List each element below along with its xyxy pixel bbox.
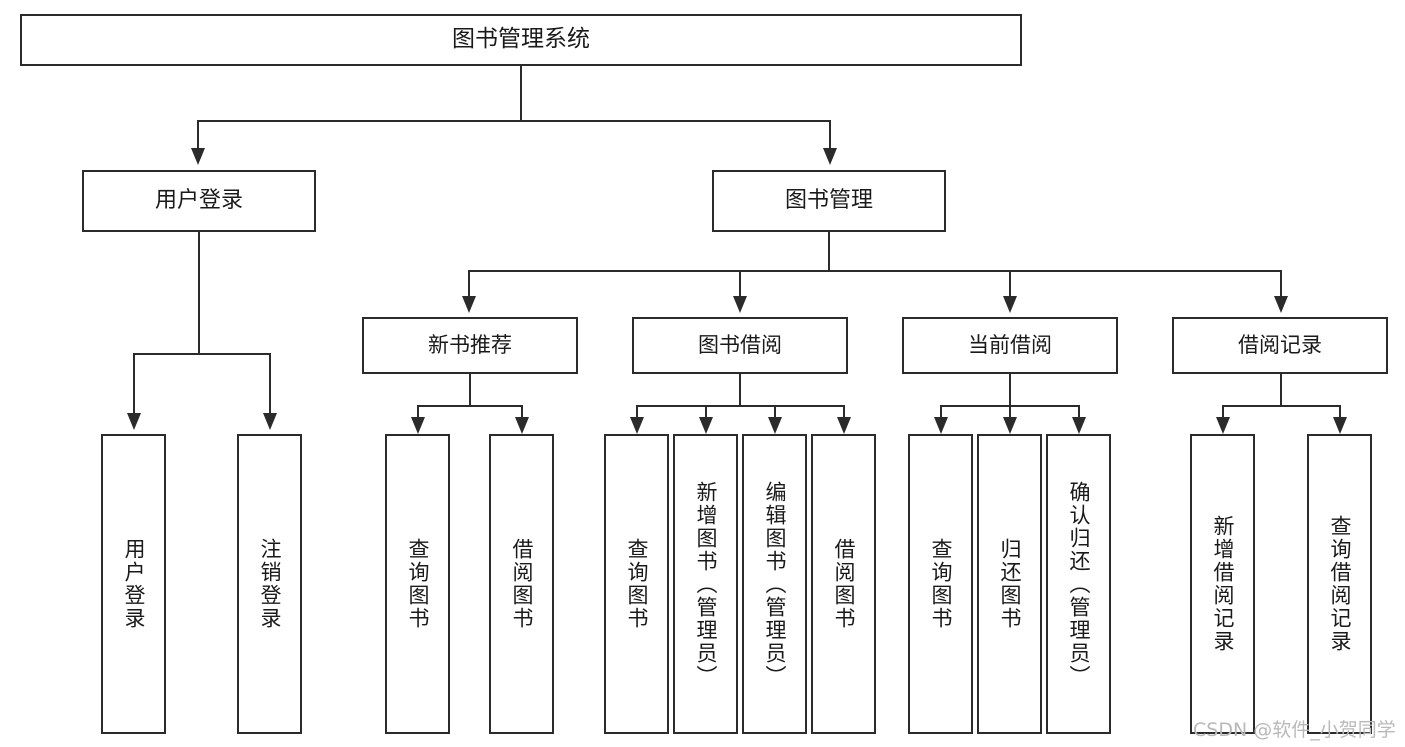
node-user-login[interactable]: 用户登录 <box>82 170 316 232</box>
leaf-bookborrow-edit-book-admin[interactable]: 编辑图书（管理员） <box>742 434 807 734</box>
arrowhead-cb-2 <box>1003 417 1017 434</box>
connector-drop-br-1 <box>1222 405 1224 419</box>
connector-drop-bb-4 <box>843 405 845 419</box>
node-root-system[interactable]: 图书管理系统 <box>20 14 1022 66</box>
node-label: 图书管理系统 <box>452 26 590 53</box>
node-label: 用户登录 <box>154 187 243 213</box>
arrowhead-book-borrow <box>733 296 747 313</box>
connector-drop-borrow-record <box>1280 270 1282 298</box>
node-label: 查询图书 <box>624 538 649 630</box>
connector-drop-bb-2 <box>705 405 707 419</box>
leaf-newbook-query-book[interactable]: 查询图书 <box>385 434 450 734</box>
leaf-bookborrow-borrow-book[interactable]: 借阅图书 <box>811 434 876 734</box>
connector-drop-login-1 <box>133 353 135 415</box>
node-label: 借阅图书 <box>831 538 856 630</box>
connector-book-borrow-bus <box>636 405 844 407</box>
node-label: 新书推荐 <box>428 333 512 358</box>
arrowhead-br-1 <box>1216 417 1230 434</box>
arrowhead-login-2 <box>263 413 277 430</box>
connector-book-manage-stem <box>828 232 830 272</box>
connector-drop-book-borrow <box>739 270 741 298</box>
connector-borrow-record-bus <box>1222 405 1340 407</box>
arrowhead-bb-4 <box>837 417 851 434</box>
arrowhead-new-book <box>462 296 476 313</box>
connector-drop-user-login <box>197 120 199 150</box>
node-label: 新增图书（管理员） <box>693 480 718 688</box>
connector-drop-newbook-1 <box>417 405 419 419</box>
connector-new-book-stem <box>469 374 471 406</box>
connector-drop-bb-3 <box>774 405 776 419</box>
arrowhead-cb-3 <box>1072 417 1086 434</box>
connector-root-stem <box>520 66 522 121</box>
node-book-management[interactable]: 图书管理 <box>712 170 946 232</box>
leaf-user-login-login[interactable]: 用户登录 <box>101 434 166 734</box>
node-label: 查询图书 <box>928 538 953 630</box>
arrowhead-bb-2 <box>699 417 713 434</box>
node-label: 归还图书 <box>997 538 1022 630</box>
connector-drop-cb-2 <box>1009 405 1011 419</box>
arrowhead-bb-3 <box>768 417 782 434</box>
node-book-borrow[interactable]: 图书借阅 <box>632 317 848 374</box>
leaf-bookborrow-query-book[interactable]: 查询图书 <box>604 434 669 734</box>
node-borrow-record[interactable]: 借阅记录 <box>1172 317 1388 374</box>
arrowhead-br-2 <box>1333 417 1347 434</box>
connector-drop-cb-3 <box>1078 405 1080 419</box>
leaf-currentborrow-confirm-return-admin[interactable]: 确认归还（管理员） <box>1046 434 1111 734</box>
arrowhead-newbook-2 <box>515 417 529 434</box>
arrowhead-newbook-1 <box>411 417 425 434</box>
connector-drop-br-2 <box>1339 405 1341 419</box>
connector-drop-bb-1 <box>636 405 638 419</box>
arrowhead-user-login <box>191 148 205 165</box>
connector-drop-cb-1 <box>940 405 942 419</box>
node-label: 借阅记录 <box>1238 333 1322 358</box>
arrowhead-login-1 <box>127 413 141 430</box>
node-label: 图书管理 <box>784 187 873 213</box>
node-label: 当前借阅 <box>968 333 1052 358</box>
node-label: 注销登录 <box>257 538 282 630</box>
leaf-borrowrecord-query-record[interactable]: 查询借阅记录 <box>1307 434 1372 734</box>
connector-drop-login-2 <box>269 353 271 415</box>
connector-drop-book-manage <box>829 120 831 150</box>
connector-bus-level2 <box>197 120 831 122</box>
leaf-newbook-borrow-book[interactable]: 借阅图书 <box>489 434 554 734</box>
connector-new-book-bus <box>417 405 522 407</box>
connector-bus-level3 <box>468 270 1282 272</box>
arrowhead-book-manage <box>823 148 837 165</box>
leaf-currentborrow-query-book[interactable]: 查询图书 <box>908 434 973 734</box>
leaf-borrowrecord-add-record[interactable]: 新增借阅记录 <box>1190 434 1255 734</box>
leaf-user-login-logout[interactable]: 注销登录 <box>237 434 302 734</box>
node-new-book-recommend[interactable]: 新书推荐 <box>362 317 578 374</box>
node-label: 新增借阅记录 <box>1210 515 1235 653</box>
node-label: 确认归还（管理员） <box>1066 480 1091 688</box>
node-current-borrow[interactable]: 当前借阅 <box>902 317 1118 374</box>
node-label: 编辑图书（管理员） <box>762 480 787 688</box>
leaf-bookborrow-add-book-admin[interactable]: 新增图书（管理员） <box>673 434 738 734</box>
leaf-currentborrow-return-book[interactable]: 归还图书 <box>977 434 1042 734</box>
connector-drop-newbook-2 <box>521 405 523 419</box>
connector-drop-current-borrow <box>1009 270 1011 298</box>
arrowhead-bb-1 <box>630 417 644 434</box>
node-label: 查询借阅记录 <box>1327 515 1352 653</box>
arrowhead-cb-1 <box>934 417 948 434</box>
node-label: 借阅图书 <box>509 538 534 630</box>
node-label: 用户登录 <box>121 538 146 630</box>
connector-user-login-bus <box>133 353 270 355</box>
node-label: 查询图书 <box>405 538 430 630</box>
connector-current-borrow-stem <box>1009 374 1011 406</box>
connector-borrow-record-stem <box>1280 374 1282 406</box>
arrowhead-current-borrow <box>1003 296 1017 313</box>
node-label: 图书借阅 <box>698 333 782 358</box>
connector-book-borrow-stem <box>739 374 741 406</box>
connector-drop-new-book <box>468 270 470 298</box>
arrowhead-borrow-record <box>1274 296 1288 313</box>
connector-user-login-stem <box>198 232 200 354</box>
